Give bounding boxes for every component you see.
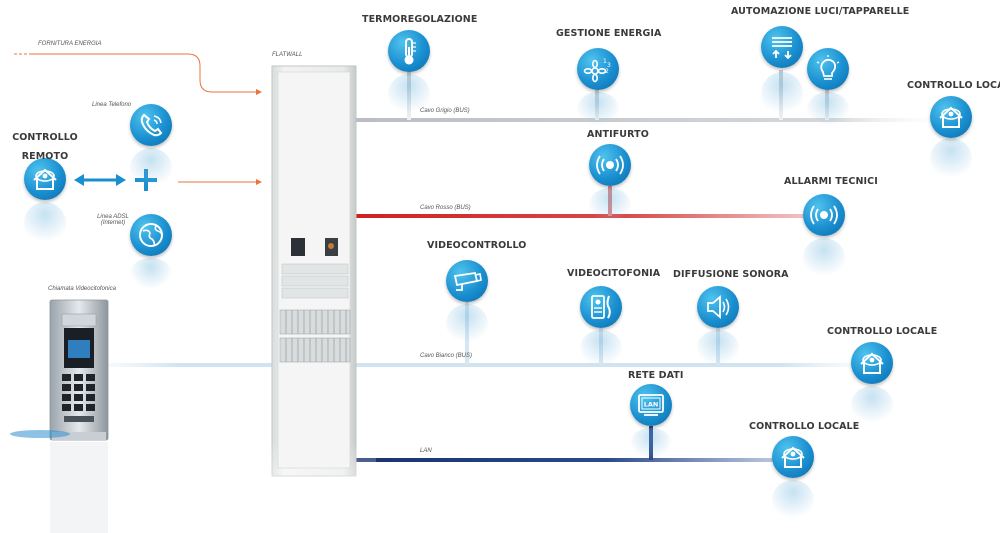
energy-icon-reflection — [577, 92, 619, 126]
internet-icon-reflection — [130, 258, 172, 288]
phone-icon — [130, 104, 172, 146]
red-bus — [344, 214, 814, 218]
dropline-sound — [716, 328, 720, 365]
dropline-video — [465, 302, 469, 365]
video-door-panel — [49, 299, 109, 441]
auto2-icon-reflection — [807, 92, 849, 126]
grey-bus — [344, 118, 958, 122]
alarm-siren-icon — [803, 194, 845, 236]
globe-icon — [130, 214, 172, 256]
dropline-energy — [595, 88, 599, 120]
video-intercom-label: VIDEOCITOFONIA — [567, 268, 661, 279]
remote-control-label-1: CONTROLLO — [12, 132, 78, 143]
panel-reflection — [50, 442, 108, 533]
local-control-2-label: CONTROLLO LOCALE — [827, 326, 938, 337]
cabinet-display-1 — [291, 238, 305, 256]
lan-screen-icon: LAN — [630, 384, 672, 426]
panel-glow — [10, 430, 70, 438]
svg-text:3: 3 — [607, 62, 611, 69]
dropline-auto-2 — [825, 88, 829, 120]
security-camera-icon — [446, 260, 488, 302]
local1-icon-reflection — [930, 138, 972, 180]
sound-diffusion-label: DIFFUSIONE SONORA — [673, 269, 789, 280]
energy-supply-label: FORNITURA ENERGIA — [38, 41, 102, 47]
network-icon-reflection — [630, 428, 672, 458]
remote-arrowhead — [256, 179, 262, 185]
dropline-auto-1 — [779, 70, 783, 120]
thermometer-icon — [388, 30, 430, 72]
lan-bus-label: LAN — [420, 448, 432, 454]
remote-control-label-2: REMOTO — [21, 151, 69, 162]
din-rail-3 — [281, 287, 349, 299]
videocontrol-icon-reflection — [446, 304, 488, 344]
automation-label: AUTOMAZIONE LUCI/TAPPARELLE — [731, 6, 910, 17]
red-bus-label: Cavo Rosso (BUS) — [420, 205, 471, 211]
dropline-lan — [649, 426, 653, 460]
phone-icon-reflection — [130, 148, 172, 188]
remote-control-label: CONTROLLO REMOTO — [10, 128, 80, 166]
house-eye-icon — [930, 96, 972, 138]
alarms-icon-reflection — [803, 238, 845, 278]
din-rail-2 — [281, 275, 349, 287]
local-control-1-label: CONTROLLO LOCALE — [907, 80, 1000, 91]
double-arrow-right-head — [116, 174, 126, 186]
local-control-3-label: CONTROLLO LOCALE — [749, 421, 860, 432]
alarm-siren-icon — [589, 144, 631, 186]
cabinet-display-2-lens — [328, 243, 334, 249]
plus-sign-v — [144, 169, 148, 191]
anti-theft-label: ANTIFURTO — [587, 129, 649, 140]
energy-arrowhead — [256, 89, 262, 95]
flatwall-label: FLATWALL — [272, 52, 303, 58]
video-door-call-label: Chiamata Videocitofonica — [48, 286, 116, 292]
shutter-icon — [761, 26, 803, 68]
house-eye-icon — [24, 158, 66, 200]
local2-icon-reflection — [851, 386, 893, 424]
dropline-intercom — [599, 328, 603, 365]
din-rail-1 — [281, 263, 349, 275]
double-arrow-left-head — [74, 174, 84, 186]
phone-line-label: Linea Telefono — [92, 102, 132, 108]
antitheft-icon-reflection — [589, 188, 631, 222]
thermoregulation-label: TERMOREGOLAZIONE — [362, 14, 478, 25]
dropline-antitheft — [608, 186, 612, 216]
svg-text:1: 1 — [603, 58, 607, 65]
svg-text:2: 2 — [605, 68, 609, 75]
breaker-row-1 — [279, 309, 351, 335]
grey-bus-label: Cavo Grigio (BUS) — [420, 108, 470, 114]
breaker-row-2 — [279, 337, 351, 363]
adsl-line-label: Linea ADSL (Internet) — [94, 214, 132, 226]
intercom-icon-reflection — [580, 330, 622, 366]
speaker-icon — [697, 286, 739, 328]
video-intercom-icon — [580, 286, 622, 328]
technical-alarms-label: ALLARMI TECNICI — [784, 176, 878, 187]
auto1-icon-reflection — [761, 72, 803, 116]
sound-icon-reflection — [697, 330, 739, 366]
lan-bus — [328, 458, 790, 462]
house-eye-icon — [851, 342, 893, 384]
energy-line — [30, 53, 256, 93]
remote-icon-reflection — [24, 202, 66, 244]
video-control-label: VIDEOCONTROLLO — [427, 240, 527, 251]
adsl-line-label-2: (Internet) — [100, 220, 126, 226]
lan-badge-text: LAN — [644, 401, 659, 409]
house-eye-icon — [772, 436, 814, 478]
data-network-label: RETE DATI — [628, 370, 684, 381]
termo-icon-reflection — [388, 74, 430, 114]
dropline-termo — [407, 70, 411, 120]
adsl-line-label-1: Linea ADSL — [97, 214, 129, 220]
local3-icon-reflection — [772, 480, 814, 520]
white-bus — [50, 363, 910, 367]
energy-management-label: GESTIONE ENERGIA — [556, 28, 662, 39]
light-bulb-icon — [807, 48, 849, 90]
white-bus-label: Cavo Bianco (BUS) — [420, 353, 473, 359]
